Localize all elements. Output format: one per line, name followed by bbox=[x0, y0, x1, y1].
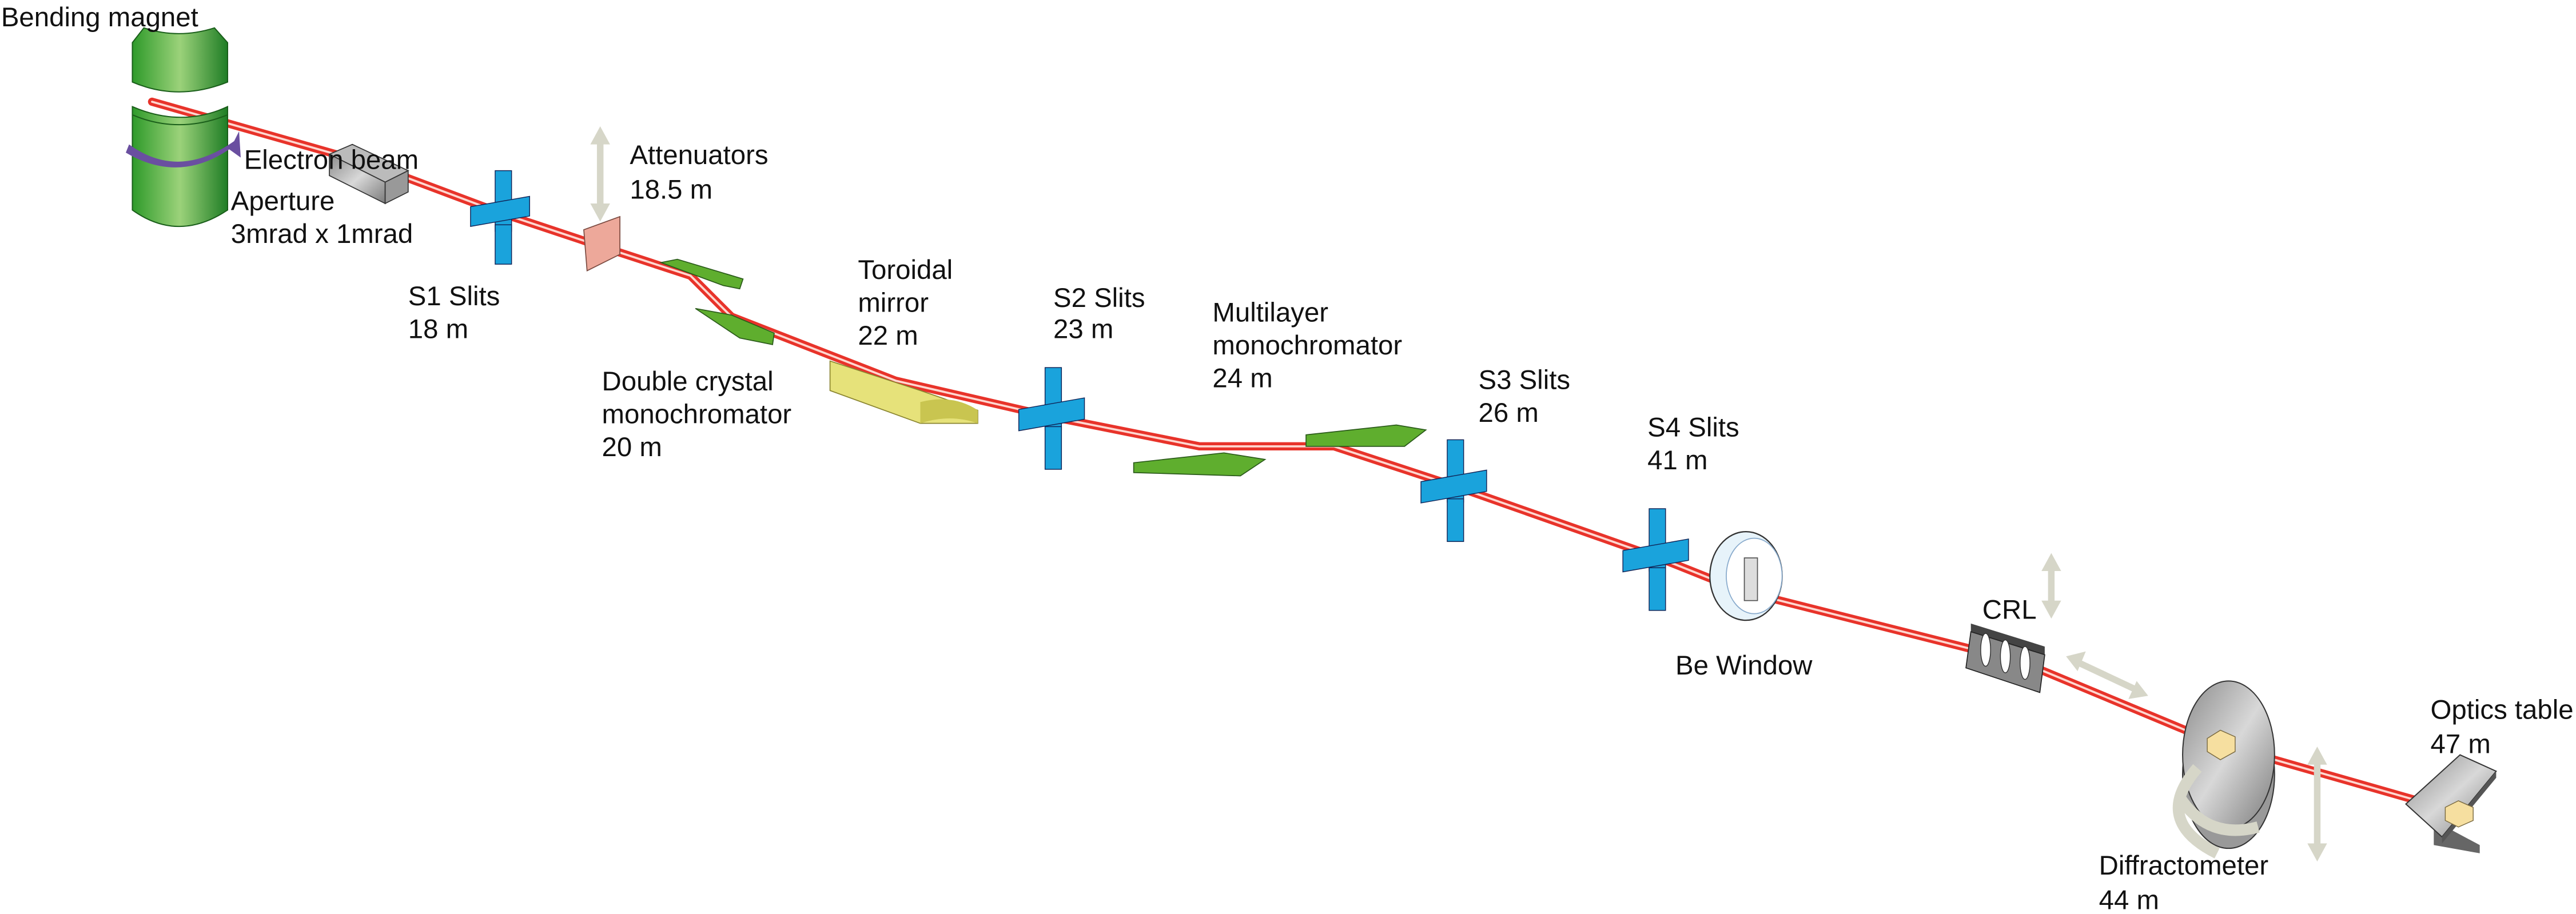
label-s3: S3 Slits bbox=[1479, 365, 1571, 395]
label-s4-distance: 41 m bbox=[1647, 445, 1707, 476]
rotation-arrow-icon bbox=[2172, 764, 2260, 859]
magnet-lower bbox=[132, 114, 229, 227]
diffractometer bbox=[2172, 680, 2327, 862]
label-attenuators-distance: 18.5 m bbox=[630, 174, 712, 205]
label-toroidal-2: mirror bbox=[858, 288, 929, 318]
label-s1-distance: 18 m bbox=[408, 314, 468, 344]
attenuators bbox=[583, 126, 620, 272]
label-toroidal-distance: 22 m bbox=[858, 321, 918, 351]
label-bending-magnet: Bending magnet bbox=[1, 2, 198, 33]
crl-lateral-arrow-icon bbox=[2066, 651, 2148, 699]
crl-lens-stack bbox=[1965, 553, 2148, 699]
optics-table bbox=[2404, 754, 2497, 853]
label-diffractometer-distance: 44 m bbox=[2099, 885, 2159, 914]
toroidal-mirror bbox=[829, 360, 978, 424]
label-diffractometer: Diffractometer bbox=[2099, 851, 2269, 881]
label-multilayer-distance: 24 m bbox=[1212, 363, 1272, 393]
aperture bbox=[328, 143, 409, 205]
s3-slits bbox=[1420, 439, 1487, 542]
label-multilayer-2: monochromator bbox=[1212, 330, 1402, 361]
crl-vertical-arrow-icon bbox=[2041, 553, 2061, 619]
label-be-window: Be Window bbox=[1675, 650, 1813, 681]
label-electron-beam: Electron beam bbox=[244, 145, 419, 175]
label-dcm-distance: 20 m bbox=[602, 432, 662, 462]
label-s2-distance: 23 m bbox=[1053, 314, 1113, 344]
label-toroidal-1: Toroidal bbox=[858, 255, 953, 285]
label-s2: S2 Slits bbox=[1053, 283, 1145, 313]
label-aperture: Aperture bbox=[231, 186, 335, 216]
bending-magnet bbox=[126, 27, 241, 227]
x-ray-beam bbox=[148, 97, 2463, 817]
label-dcm-2: monochromator bbox=[602, 400, 792, 430]
label-dcm-1: Double crystal bbox=[602, 366, 774, 397]
label-optics-table: Optics table bbox=[2431, 695, 2574, 725]
label-attenuators: Attenuators bbox=[630, 140, 768, 170]
beam-highlight bbox=[151, 101, 2460, 813]
label-optics-table-distance: 47 m bbox=[2431, 729, 2491, 760]
s2-slits bbox=[1018, 367, 1085, 470]
be-window bbox=[1709, 530, 1783, 621]
diffractometer-vertical-arrow-icon bbox=[2307, 747, 2327, 862]
label-s3-distance: 26 m bbox=[1479, 398, 1539, 428]
magnet-upper bbox=[132, 27, 229, 93]
label-s4: S4 Slits bbox=[1647, 413, 1739, 443]
label-multilayer-1: Multilayer bbox=[1212, 298, 1328, 328]
double-crystal-monochromator bbox=[659, 258, 775, 345]
s1-slits bbox=[470, 170, 530, 265]
vertical-motion-arrow-icon bbox=[590, 126, 610, 222]
s4-slits bbox=[1622, 508, 1689, 611]
label-s1: S1 Slits bbox=[408, 281, 500, 312]
multilayer-monochromator bbox=[1133, 424, 1427, 477]
label-crl: CRL bbox=[1982, 594, 2037, 625]
label-aperture-detail: 3mrad x 1mrad bbox=[231, 219, 413, 249]
electron-beam-arrow-icon bbox=[126, 131, 241, 167]
